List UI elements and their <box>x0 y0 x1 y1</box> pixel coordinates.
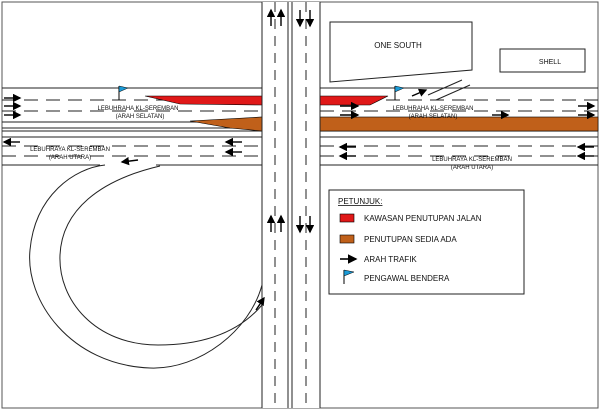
flagman-icon-right <box>394 85 405 100</box>
loop-ramp-outer <box>29 164 263 369</box>
traffic-arrows <box>2 8 596 311</box>
flag-icon <box>343 269 355 284</box>
loop-ramp-inner <box>59 165 263 346</box>
road-label-north-left-sub: (ARAH UTARA) <box>49 155 91 161</box>
road-label-south-left: LEBUHRAHA KL-SEREMBAN <box>97 106 178 112</box>
building-shell <box>499 48 586 73</box>
road-vertical <box>261 2 321 408</box>
building-one-south <box>329 21 473 83</box>
legend-title: PETUNJUK: <box>338 197 382 206</box>
road-label-south-left-sub: (ARAH SELATAN) <box>116 114 165 120</box>
legend-item-closure: KAWASAN PENUTUPAN JALAN <box>364 214 482 223</box>
legend-box <box>328 189 525 295</box>
existing-closure-left <box>189 116 263 132</box>
road-label-south-right-sub: (ARAH SELATAN) <box>409 114 458 120</box>
closure-swatch <box>339 213 355 223</box>
shell-label: SHELL <box>539 59 561 66</box>
existing-closure-right <box>319 116 599 132</box>
closure-area-right <box>319 95 389 106</box>
road-label-north-right-sub: (ARAH UTARA) <box>451 165 493 171</box>
legend-item-flagman: PENGAWAL BENDERA <box>364 274 450 283</box>
legend-item-traffic: ARAH TRAFIK <box>364 255 417 264</box>
road-label-south-right: LEBUHRAHA KL-SEREMBAN <box>392 106 473 112</box>
one-south-label: ONE SOUTH <box>374 41 422 50</box>
legend: PETUNJUK: KAWASAN PENUTUPAN JALAN PENUTU… <box>328 189 525 295</box>
flagman-icon-left <box>118 85 129 100</box>
existing-closure-swatch <box>339 234 355 244</box>
legend-item-existing-closure: PENUTUPAN SEDIA ADA <box>364 235 457 244</box>
road-label-north-right: LEBUHRAYA KL-SEREMBAN <box>432 157 512 163</box>
road-label-north-left: LEBUHRAYA KL-SEREMBAN <box>30 147 110 153</box>
